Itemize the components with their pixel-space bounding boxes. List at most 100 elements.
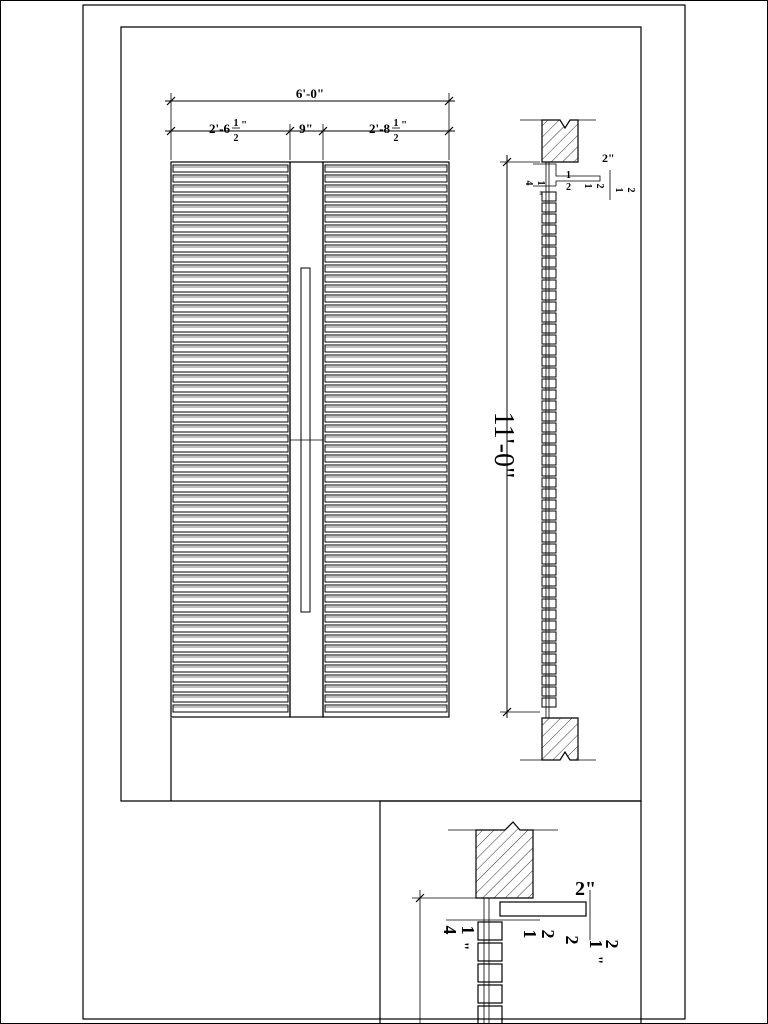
louver-slat xyxy=(324,424,448,433)
louver-slat xyxy=(172,184,289,193)
section-slat xyxy=(541,642,557,653)
louver-slat xyxy=(324,554,448,563)
svg-text:2: 2 xyxy=(566,182,571,193)
section-slat xyxy=(541,345,557,356)
section-slat xyxy=(541,510,557,521)
section-slat xyxy=(541,609,557,620)
detail-frame-gap-label: 1 2 xyxy=(520,930,558,939)
louver-slat xyxy=(324,534,448,543)
detail-wall xyxy=(475,821,534,899)
louver-slat xyxy=(172,304,289,313)
section-slat xyxy=(541,488,557,499)
louver-slat xyxy=(324,304,448,313)
section-slat xyxy=(541,323,557,334)
section-slat xyxy=(541,697,557,708)
section-slat xyxy=(541,675,557,686)
section-slat xyxy=(541,444,557,455)
louver-slat xyxy=(324,434,448,443)
louver-slat xyxy=(324,344,448,353)
louver-slat xyxy=(324,674,448,683)
svg-text:4: 4 xyxy=(523,181,534,186)
louver-slat xyxy=(324,704,448,713)
section-slat xyxy=(541,477,557,488)
louver-slat xyxy=(172,464,289,473)
section-slat xyxy=(541,598,557,609)
louver-slat xyxy=(172,284,289,293)
louver-slat xyxy=(172,224,289,233)
section-slat xyxy=(541,290,557,301)
svg-text:2: 2 xyxy=(625,188,636,193)
louver-slat xyxy=(172,664,289,673)
louver-slat xyxy=(172,634,289,643)
svg-text:": " xyxy=(241,119,247,131)
height-dimension: 11'-0" xyxy=(488,155,540,718)
detail-slat-stack xyxy=(477,921,503,1024)
section-spacing-label: 4 1 " xyxy=(523,181,546,196)
louver-slat xyxy=(324,494,448,503)
louver-slat xyxy=(324,264,448,273)
louver-slat xyxy=(172,594,289,603)
section-slat xyxy=(541,653,557,664)
louver-slat xyxy=(172,314,289,323)
section-slat xyxy=(541,576,557,587)
right-shutter-width-label: 2'-8 1 2 " xyxy=(369,118,407,144)
section-slat-thickness-label: 1 2 1 2 xyxy=(582,184,636,193)
section-slat xyxy=(541,466,557,477)
svg-text:2: 2 xyxy=(538,930,558,939)
louver-slat xyxy=(172,654,289,663)
louver-slat xyxy=(172,394,289,403)
section-slat xyxy=(541,367,557,378)
louver-slat xyxy=(172,244,289,253)
section-top-wall xyxy=(541,119,579,163)
section-slat xyxy=(541,334,557,345)
louver-slat xyxy=(324,574,448,583)
louver-slat xyxy=(324,294,448,303)
section-slat xyxy=(541,543,557,554)
louver-slat xyxy=(324,624,448,633)
louver-slat xyxy=(324,174,448,183)
louver-slat xyxy=(172,264,289,273)
louver-slat xyxy=(172,574,289,583)
svg-text:2: 2 xyxy=(594,184,605,189)
section-slat xyxy=(541,257,557,268)
louver-slat xyxy=(324,474,448,483)
louver-slat xyxy=(324,204,448,213)
louver-slat xyxy=(172,274,289,283)
svg-text:1: 1 xyxy=(520,930,540,939)
louver-slat xyxy=(172,434,289,443)
louver-slat xyxy=(324,214,448,223)
louver-slat xyxy=(324,384,448,393)
right-shutter-slats xyxy=(324,164,448,713)
svg-text:1: 1 xyxy=(586,940,606,949)
louver-slat xyxy=(324,514,448,523)
louver-slat xyxy=(324,584,448,593)
section-slat xyxy=(541,279,557,290)
louver-slat xyxy=(172,254,289,263)
section-slat-stack xyxy=(541,191,557,708)
section-slat xyxy=(541,301,557,312)
detail-slat-block xyxy=(477,942,503,962)
louver-slat xyxy=(172,674,289,683)
section-view: 2" 4 1 " 1 2 1 2 1 2 xyxy=(520,119,636,761)
louver-slat xyxy=(324,364,448,373)
partial-width-dimension: 2'-6 1 2 " 9" 2'-8 1 2 " xyxy=(165,118,455,160)
louver-slat xyxy=(172,324,289,333)
section-slat xyxy=(541,554,557,565)
middle-stile-width-label: 9" xyxy=(299,121,313,136)
louver-slat xyxy=(324,394,448,403)
section-slat xyxy=(541,620,557,631)
detail-slat-block xyxy=(477,921,503,941)
svg-text:1: 1 xyxy=(613,188,624,193)
louver-slat xyxy=(172,504,289,513)
louver-slat xyxy=(172,444,289,453)
louver-slat xyxy=(324,664,448,673)
section-slat xyxy=(541,400,557,411)
detail-slat-depth-label: 2" xyxy=(575,878,596,900)
enlarged-detail: 2" 4 1 " 1 2 2 1 2 " xyxy=(412,821,622,1024)
svg-text:1: 1 xyxy=(394,118,399,129)
section-slat xyxy=(541,235,557,246)
svg-text:2'-8: 2'-8 xyxy=(369,121,390,136)
louver-slat xyxy=(172,194,289,203)
detail-slat xyxy=(499,901,587,917)
